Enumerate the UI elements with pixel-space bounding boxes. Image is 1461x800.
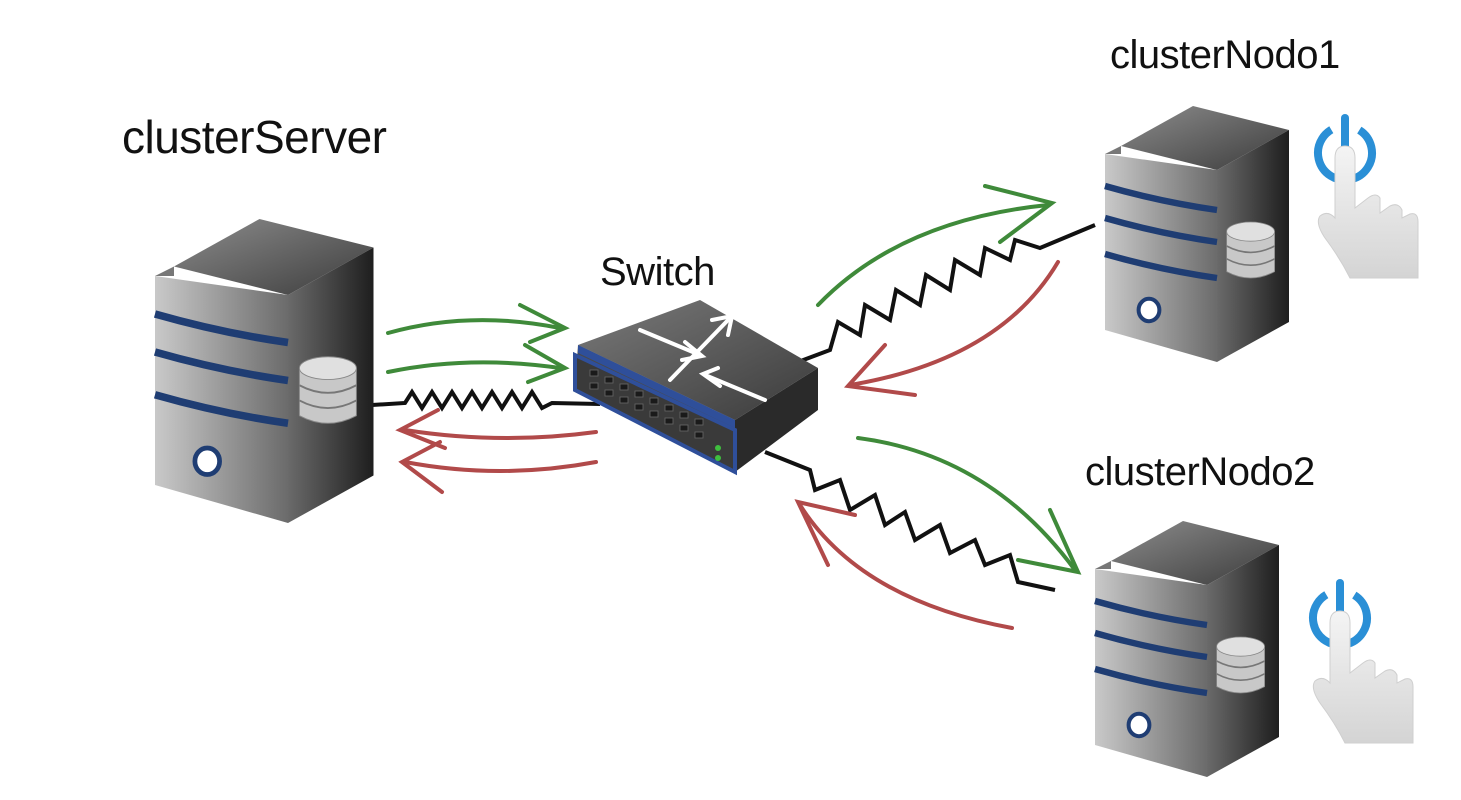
inbound-arrows — [395, 260, 1060, 630]
arrow-node1-to-switch — [848, 260, 1060, 387]
arrow-switch-to-server-2 — [403, 460, 598, 473]
arrow-server-to-switch-2 — [386, 360, 562, 374]
arrow-switch-to-node2 — [856, 436, 1077, 572]
network-switch-icon — [573, 300, 818, 476]
cable-server-switch — [371, 388, 601, 412]
arrow-switch-to-server-1 — [403, 428, 598, 440]
cluster-server: clusterServer — [122, 111, 387, 523]
power-button-icon[interactable] — [1308, 116, 1418, 278]
server-tower-icon — [155, 219, 374, 523]
server-tower-icon — [1095, 521, 1279, 777]
arrow-switch-to-node1-head — [983, 184, 1057, 244]
cluster-node-1: clusterNodo1 — [1105, 33, 1418, 362]
switch-label: Switch — [600, 250, 715, 294]
arrow-switch-to-node2-head — [1016, 508, 1082, 575]
arrow-server-to-switch-1-head — [518, 303, 570, 344]
cable-switch-node1 — [789, 223, 1096, 367]
cluster-server-label: clusterServer — [122, 111, 387, 163]
cluster-node-2: clusterNodo2 — [1085, 450, 1413, 777]
power-button-icon[interactable] — [1303, 581, 1413, 743]
switch-device: Switch — [573, 250, 818, 476]
arrow-switch-to-node1 — [816, 203, 1050, 307]
arrow-switch-to-server-1-head — [395, 408, 447, 450]
arrow-server-to-switch-1 — [386, 318, 562, 335]
cable-switch-node2 — [764, 450, 1056, 592]
arrow-node2-to-switch — [798, 503, 1014, 630]
arrow-node2-to-switch-head — [794, 499, 857, 567]
arrow-server-to-switch-2-head — [523, 343, 570, 384]
arrow-switch-to-server-2-head — [398, 440, 444, 494]
cluster-node-1-label: clusterNodo1 — [1110, 33, 1340, 77]
outbound-arrows — [386, 184, 1082, 575]
arrow-node1-to-switch-head — [843, 343, 917, 397]
server-tower-icon — [1105, 106, 1289, 362]
cluster-node-2-label: clusterNodo2 — [1085, 450, 1315, 494]
